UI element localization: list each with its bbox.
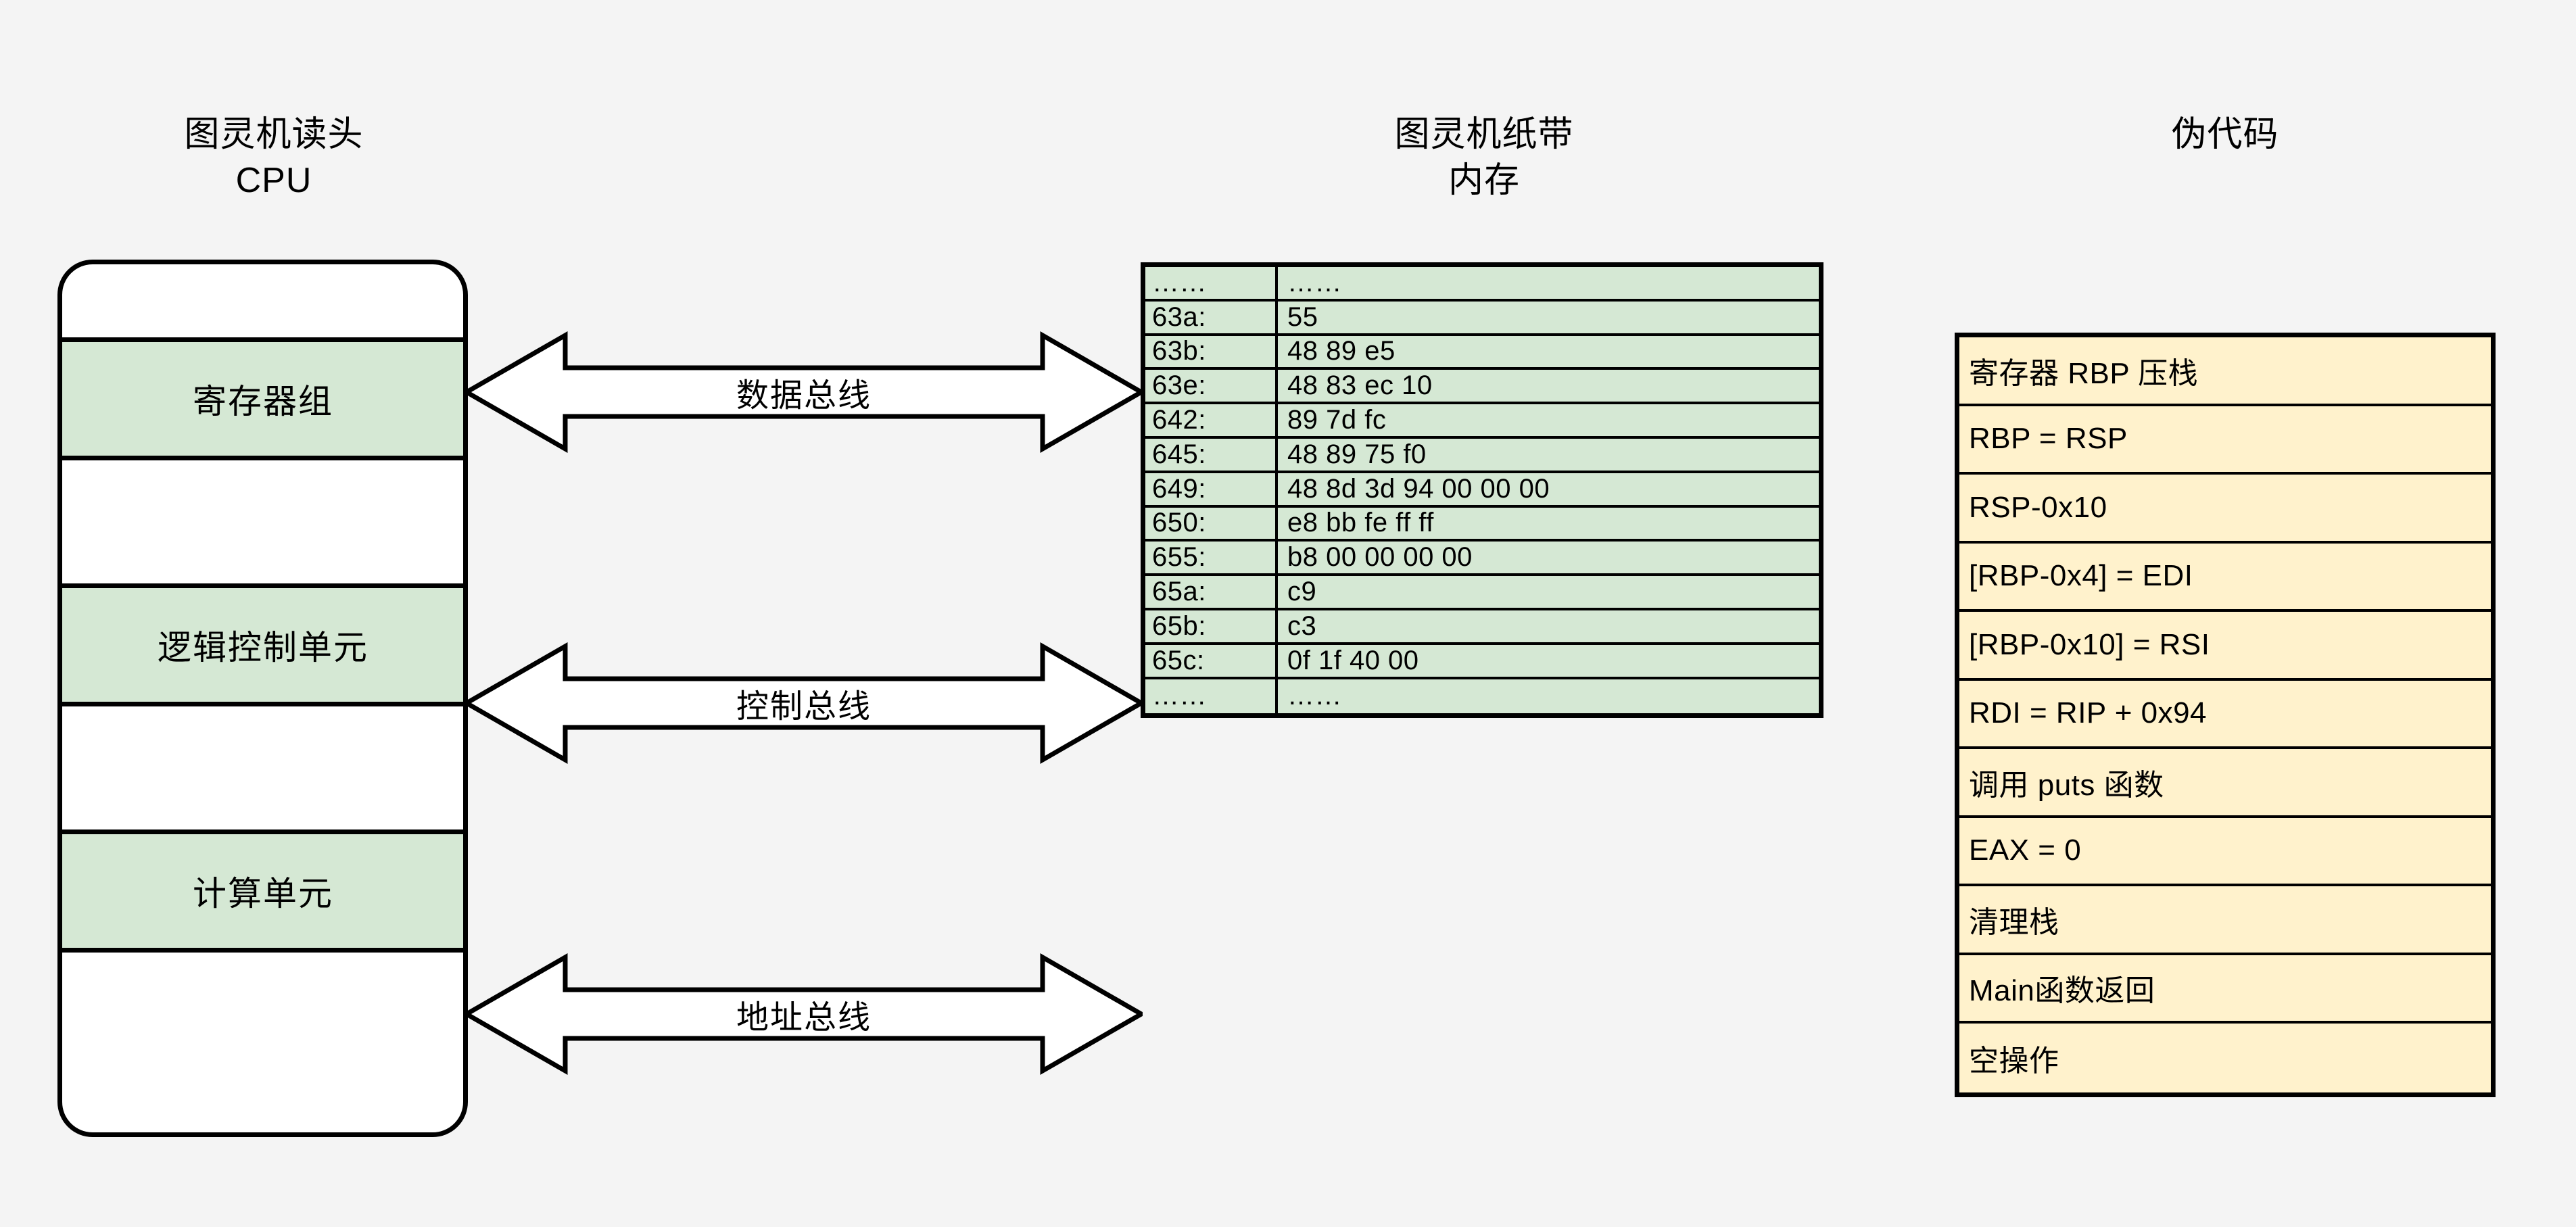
double-arrow-icon	[465, 953, 1143, 1076]
memory-row: …… ……	[1145, 679, 1819, 714]
column-title-memory-line2: 内存	[1448, 161, 1520, 201]
memory-address-cell: 63e:	[1145, 370, 1278, 402]
pseudocode-row: [RBP-0x10] = RSI	[1959, 612, 2491, 681]
memory-row: 63a: 55	[1145, 301, 1819, 336]
memory-bytes-cell: 48 89 e5	[1287, 336, 1396, 366]
column-title-memory-line1: 图灵机纸带	[1394, 114, 1574, 154]
pseudocode-row: 调用 puts 函数	[1959, 749, 2491, 818]
cpu-slot-empty-1	[62, 460, 463, 583]
column-title-pseudocode: 伪代码	[1955, 65, 2496, 158]
pseudocode-row: RDI = RIP + 0x94	[1959, 681, 2491, 749]
bus-data: 数据总线	[465, 329, 1143, 456]
memory-address-cell: 642:	[1145, 404, 1278, 436]
memory-row: 65c: 0f 1f 40 00	[1145, 644, 1819, 679]
memory-row: 650: e8 bb fe ff ff	[1145, 507, 1819, 542]
memory-address-cell: 63a:	[1145, 301, 1278, 333]
cpu-slot-alu-label: 计算单元	[192, 875, 333, 913]
memory-bytes-cell: ……	[1287, 681, 1342, 711]
memory-bytes-cell: 55	[1287, 302, 1318, 332]
memory-address-cell: 65b:	[1145, 610, 1278, 642]
pseudocode-row: [RBP-0x4] = EDI	[1959, 544, 2491, 612]
column-title-cpu-line2: CPU	[235, 161, 312, 201]
cpu-chip: 寄存器组 逻辑控制单元 计算单元	[57, 260, 468, 1137]
memory-row: …… ……	[1145, 267, 1819, 302]
cpu-slot-control-unit-label: 逻辑控制单元	[157, 629, 368, 667]
memory-address-cell: 649:	[1145, 473, 1278, 505]
memory-row: 642: 89 7d fc	[1145, 404, 1819, 439]
cpu-slot-registers-label: 寄存器组	[192, 383, 333, 420]
memory-address-cell: 65a:	[1145, 576, 1278, 608]
pseudocode-row: RBP = RSP	[1959, 406, 2491, 475]
memory-address-cell: 63b:	[1145, 335, 1278, 368]
memory-address-cell: ……	[1145, 679, 1278, 714]
column-title-memory: 图灵机纸带 内存	[1143, 65, 1826, 251]
bus-address: 地址总线	[465, 951, 1143, 1078]
memory-bytes-cell: ……	[1287, 267, 1342, 297]
memory-address-cell: 655:	[1145, 542, 1278, 574]
column-title-cpu: 图灵机读头 CPU	[54, 65, 494, 251]
memory-bytes-cell: 48 89 75 f0	[1287, 439, 1427, 469]
memory-row: 655: b8 00 00 00 00	[1145, 542, 1819, 577]
cpu-slot-control-unit: 逻辑控制单元	[62, 583, 463, 706]
double-arrow-icon	[465, 331, 1143, 454]
memory-bytes-cell: 89 7d fc	[1287, 405, 1387, 435]
memory-row: 65b: c3	[1145, 610, 1819, 645]
cpu-slot-alu: 计算单元	[62, 829, 463, 953]
pseudocode-row: 寄存器 RBP 压栈	[1959, 337, 2491, 406]
column-title-pseudocode-line1: 伪代码	[2171, 114, 2279, 154]
memory-bytes-cell: b8 00 00 00 00	[1287, 542, 1473, 573]
pseudocode-row: 清理栈	[1959, 886, 2491, 955]
memory-bytes-cell: 0f 1f 40 00	[1287, 645, 1419, 675]
memory-bytes-cell: c9	[1287, 577, 1317, 607]
memory-row: 63b: 48 89 e5	[1145, 335, 1819, 370]
memory-row: 645: 48 89 75 f0	[1145, 438, 1819, 473]
column-title-cpu-line1: 图灵机读头	[184, 114, 364, 154]
pseudocode-row: EAX = 0	[1959, 818, 2491, 886]
pseudocode-row: Main函数返回	[1959, 955, 2491, 1024]
memory-row: 65a: c9	[1145, 576, 1819, 610]
pseudocode-row: RSP-0x10	[1959, 475, 2491, 544]
cpu-slot-empty-2	[62, 706, 463, 829]
memory-bytes-cell: 48 83 ec 10	[1287, 370, 1433, 401]
cpu-slot-registers: 寄存器组	[62, 337, 463, 460]
memory-row: 63e: 48 83 ec 10	[1145, 370, 1819, 405]
memory-bytes-cell: 48 8d 3d 94 00 00 00	[1287, 473, 1550, 504]
bus-control: 控制总线	[465, 640, 1143, 767]
memory-address-cell: 65c:	[1145, 644, 1278, 677]
pseudocode-row: 空操作	[1969, 1044, 2059, 1078]
memory-bytes-cell: c3	[1287, 610, 1317, 641]
memory-address-cell: 645:	[1145, 438, 1278, 471]
memory-address-cell: 650:	[1145, 507, 1278, 539]
memory-address-cell: ……	[1145, 267, 1278, 299]
memory-row: 649: 48 8d 3d 94 00 00 00	[1145, 473, 1819, 508]
memory-bytes-cell: e8 bb fe ff ff	[1287, 508, 1434, 538]
double-arrow-icon	[465, 642, 1143, 765]
